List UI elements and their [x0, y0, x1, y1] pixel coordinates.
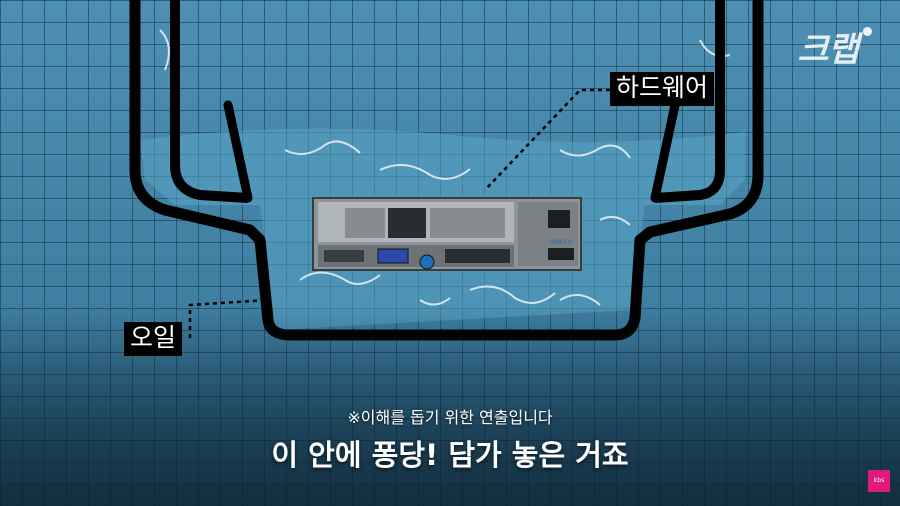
- water-caustics: [159, 29, 731, 306]
- vga-port-icon: [377, 248, 409, 264]
- logo-dot-icon: [863, 27, 872, 36]
- label-oil: 오일: [124, 322, 183, 356]
- broadcaster-badge: kbs: [868, 470, 890, 492]
- leader-hardware: [484, 88, 610, 191]
- subtitle-main: 이 안에 퐁당! 담가 놓은 거죠: [271, 438, 629, 472]
- usb-port-icon: [548, 248, 574, 260]
- ethernet-port-icon: [548, 210, 570, 228]
- subtitle-note: ※이해를 돕기 위한 연출입니다: [347, 408, 553, 427]
- tank-inner-wall-right: [654, 0, 725, 203]
- usb-port-label: USB3.0: [550, 239, 572, 246]
- tank-guide-left: [223, 100, 253, 203]
- server-hardware-icon: USB3.0: [312, 197, 582, 271]
- tank-inner-wall: [170, 0, 249, 203]
- label-hardware: 하드웨어: [610, 72, 715, 106]
- tank-guide-right: [650, 100, 680, 203]
- channel-logo: 크랩: [797, 30, 859, 70]
